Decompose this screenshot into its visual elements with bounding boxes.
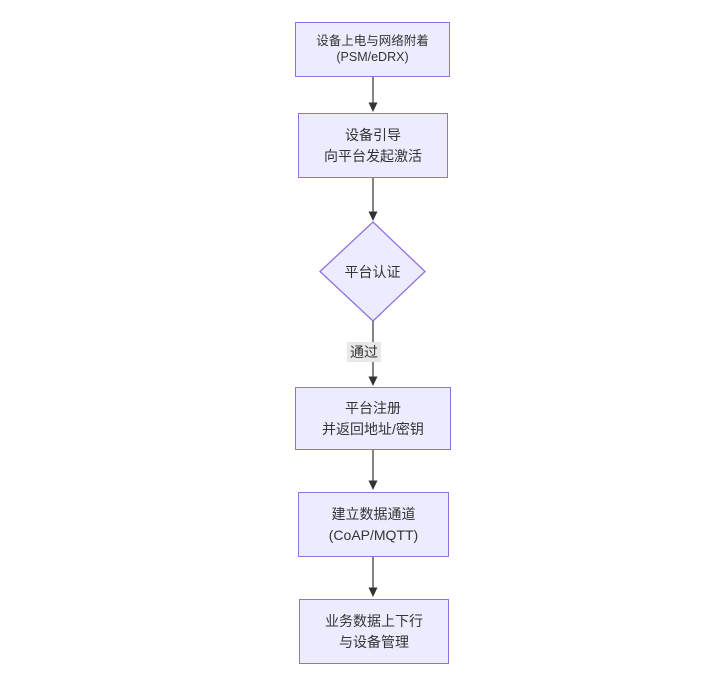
- node-label-line: 向平台发起激活: [324, 147, 422, 164]
- arrowhead-icon: [368, 587, 378, 597]
- edge-label-pass: 通过: [347, 342, 381, 363]
- node-label-line: 平台注册: [345, 400, 401, 417]
- node-business: 业务数据上下行 与设备管理: [299, 599, 449, 664]
- arrowhead-icon: [368, 211, 378, 221]
- node-label-line: 设备上电与网络附着: [316, 33, 429, 48]
- node-bootstrap: 设备引导 向平台发起激活: [298, 113, 448, 178]
- arrowhead-icon: [368, 376, 378, 386]
- node-label-line: 与设备管理: [339, 633, 409, 650]
- node-label-line: 业务数据上下行: [325, 613, 423, 630]
- node-data-channel: 建立数据通道 (CoAP/MQTT): [298, 492, 449, 557]
- arrowhead-icon: [368, 102, 378, 112]
- node-label-line: 建立数据通道: [331, 506, 416, 523]
- node-power-attach: 设备上电与网络附着 (PSM/eDRX): [295, 22, 450, 77]
- node-label-line: (PSM/eDRX): [336, 49, 409, 64]
- node-platform-auth: 平台认证: [320, 222, 425, 321]
- node-label-line: 设备引导: [345, 127, 401, 144]
- node-label-line: 并返回地址/密钥: [322, 420, 424, 437]
- node-label-line: 平台认证: [344, 263, 401, 280]
- node-label-line: (CoAP/MQTT): [328, 526, 419, 543]
- arrowhead-icon: [368, 480, 378, 490]
- node-platform-register: 平台注册 并返回地址/密钥: [295, 387, 451, 450]
